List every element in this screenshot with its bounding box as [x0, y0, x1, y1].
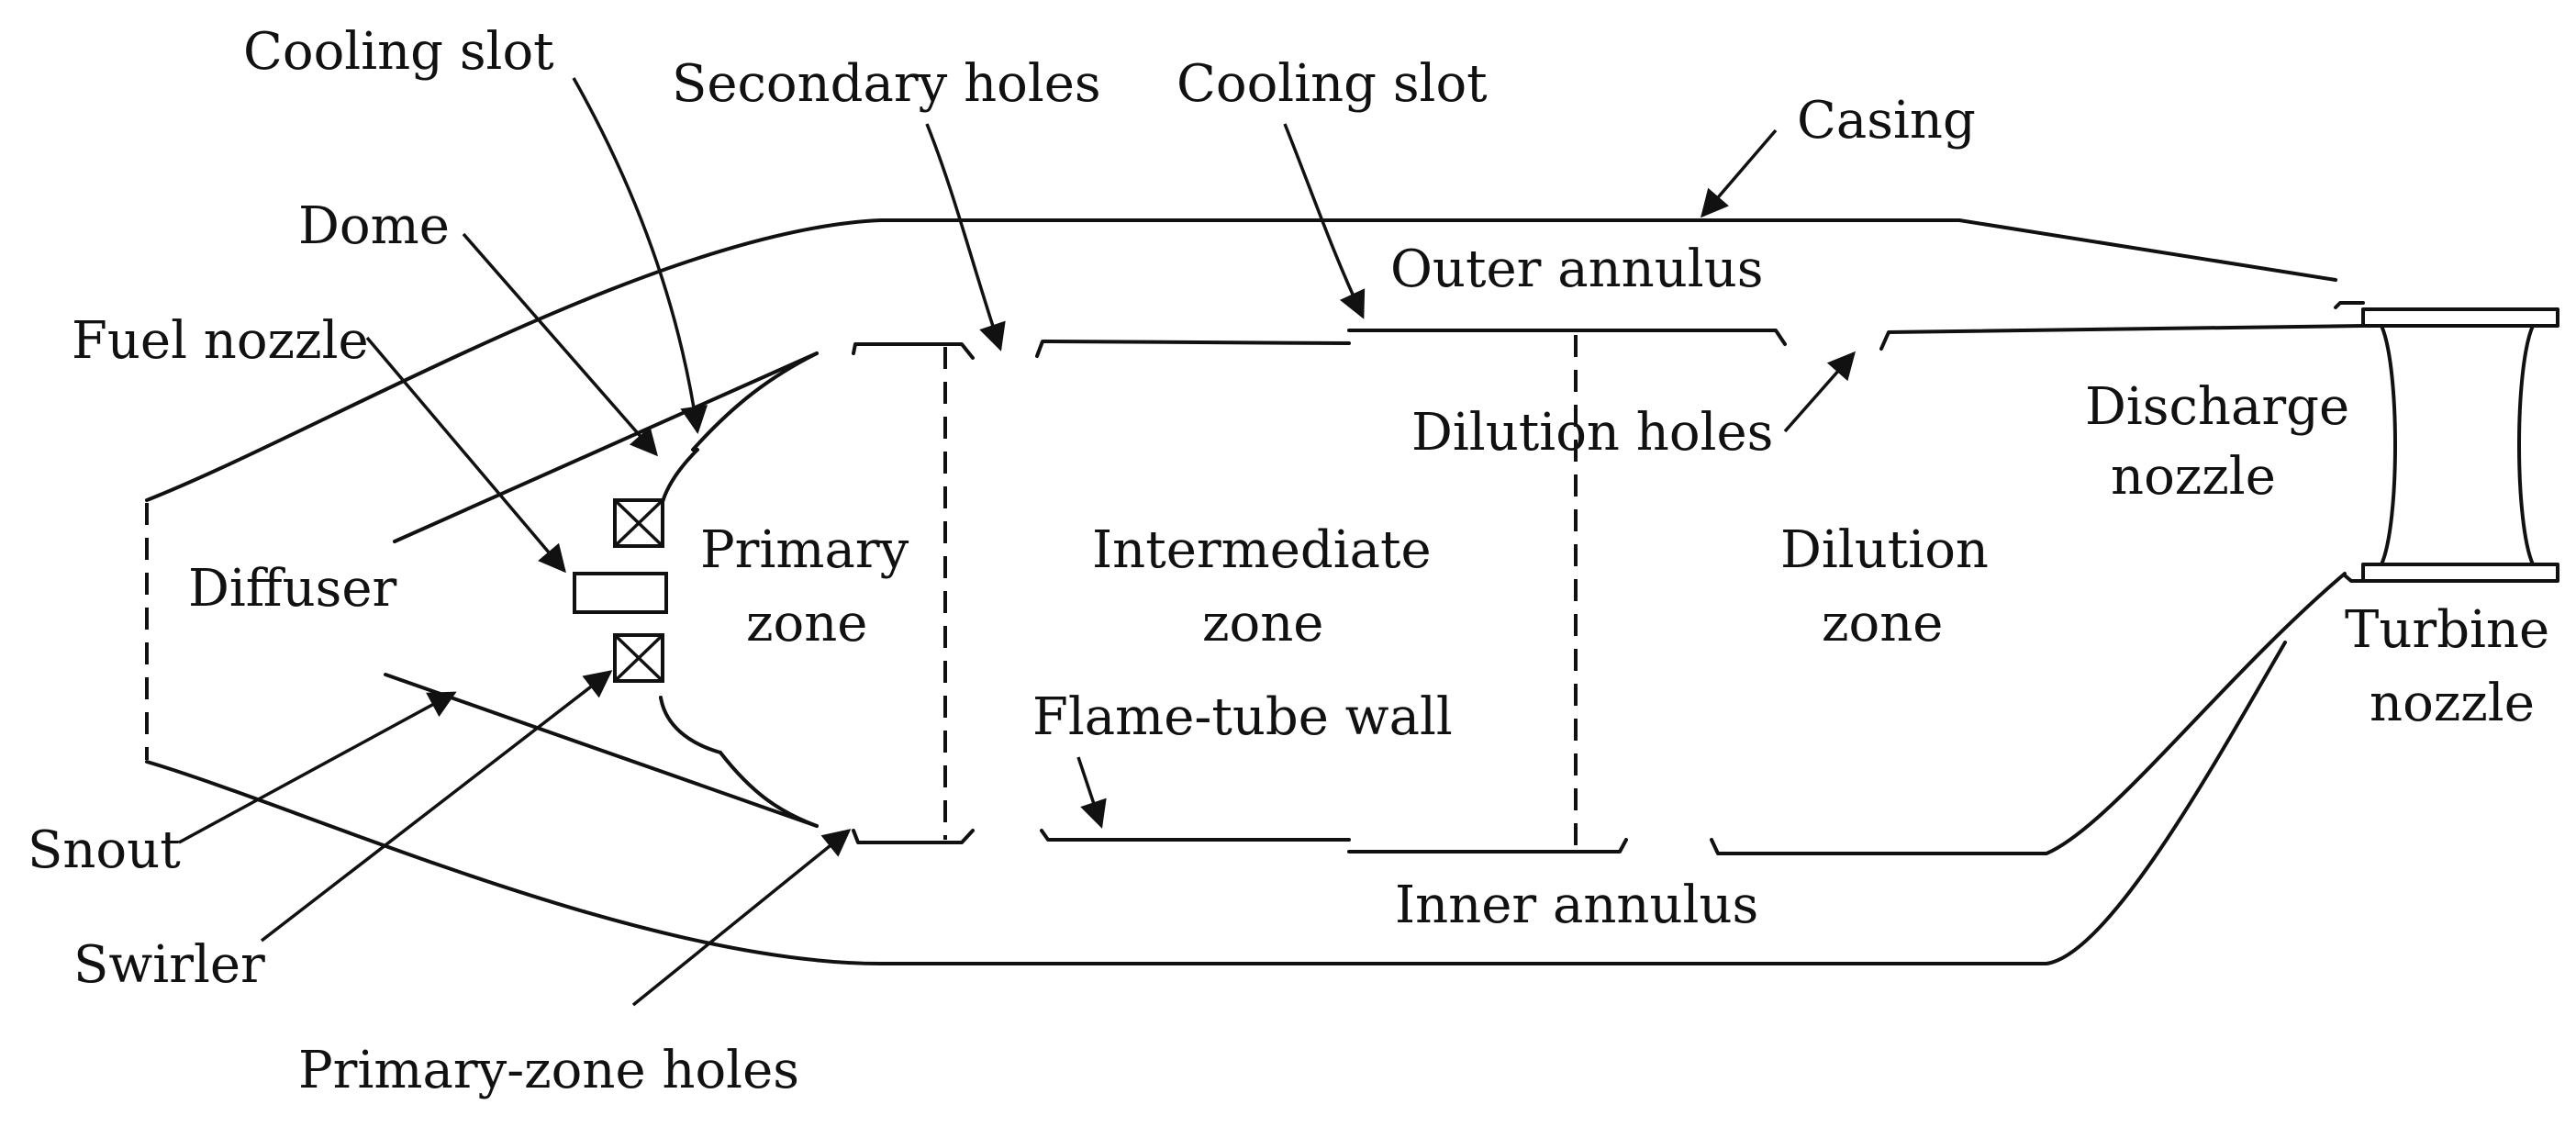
swirler-upper: [613, 498, 664, 548]
label-outer-annulus: Outer annulus: [1390, 240, 1764, 299]
label-casing: Casing: [1797, 91, 1976, 151]
label-intermediate-zone-2: zone: [1202, 594, 1323, 653]
pointer-arrows: [178, 77, 1856, 1007]
label-diffuser: Diffuser: [188, 559, 397, 619]
label-primary-zone-holes: Primary-zone holes: [298, 1041, 799, 1100]
label-turbine-nozzle-1: Turbine: [2345, 600, 2549, 660]
label-secondary-holes: Secondary holes: [672, 54, 1101, 114]
label-fuel-nozzle: Fuel nozzle: [72, 311, 369, 371]
label-turbine-nozzle-2: nozzle: [2370, 674, 2535, 733]
label-cooling-slot-right: Cooling slot: [1176, 54, 1488, 114]
label-discharge-nozzle-1: Discharge: [2085, 377, 2349, 437]
label-dilution-zone-2: zone: [1822, 594, 1943, 653]
label-snout: Snout: [28, 820, 181, 880]
label-swirler: Swirler: [73, 935, 265, 995]
label-discharge-nozzle-2: nozzle: [2111, 447, 2276, 507]
turbine-nozzle-vane: [2334, 301, 2559, 583]
label-primary-zone-2: zone: [746, 594, 867, 653]
label-cooling-slot-left: Cooling slot: [243, 22, 554, 82]
label-dome: Dome: [298, 196, 450, 256]
flame-tube-wall: [852, 324, 2365, 855]
diffuser-snout: [384, 351, 819, 828]
swirler-lower: [613, 633, 664, 683]
label-dilution-zone-1: Dilution: [1780, 520, 1989, 580]
label-primary-zone-1: Primary: [700, 520, 909, 580]
label-inner-annulus: Inner annulus: [1395, 876, 1758, 935]
label-intermediate-zone-1: Intermediate: [1092, 520, 1432, 580]
labels: Cooling slot Secondary holes Cooling slo…: [28, 22, 2549, 1100]
label-dilution-holes: Dilution holes: [1411, 403, 1773, 463]
label-flame-tube-wall: Flame-tube wall: [1032, 687, 1453, 747]
fuel-nozzle-body: [573, 572, 668, 614]
casing-outline: [145, 218, 2337, 965]
